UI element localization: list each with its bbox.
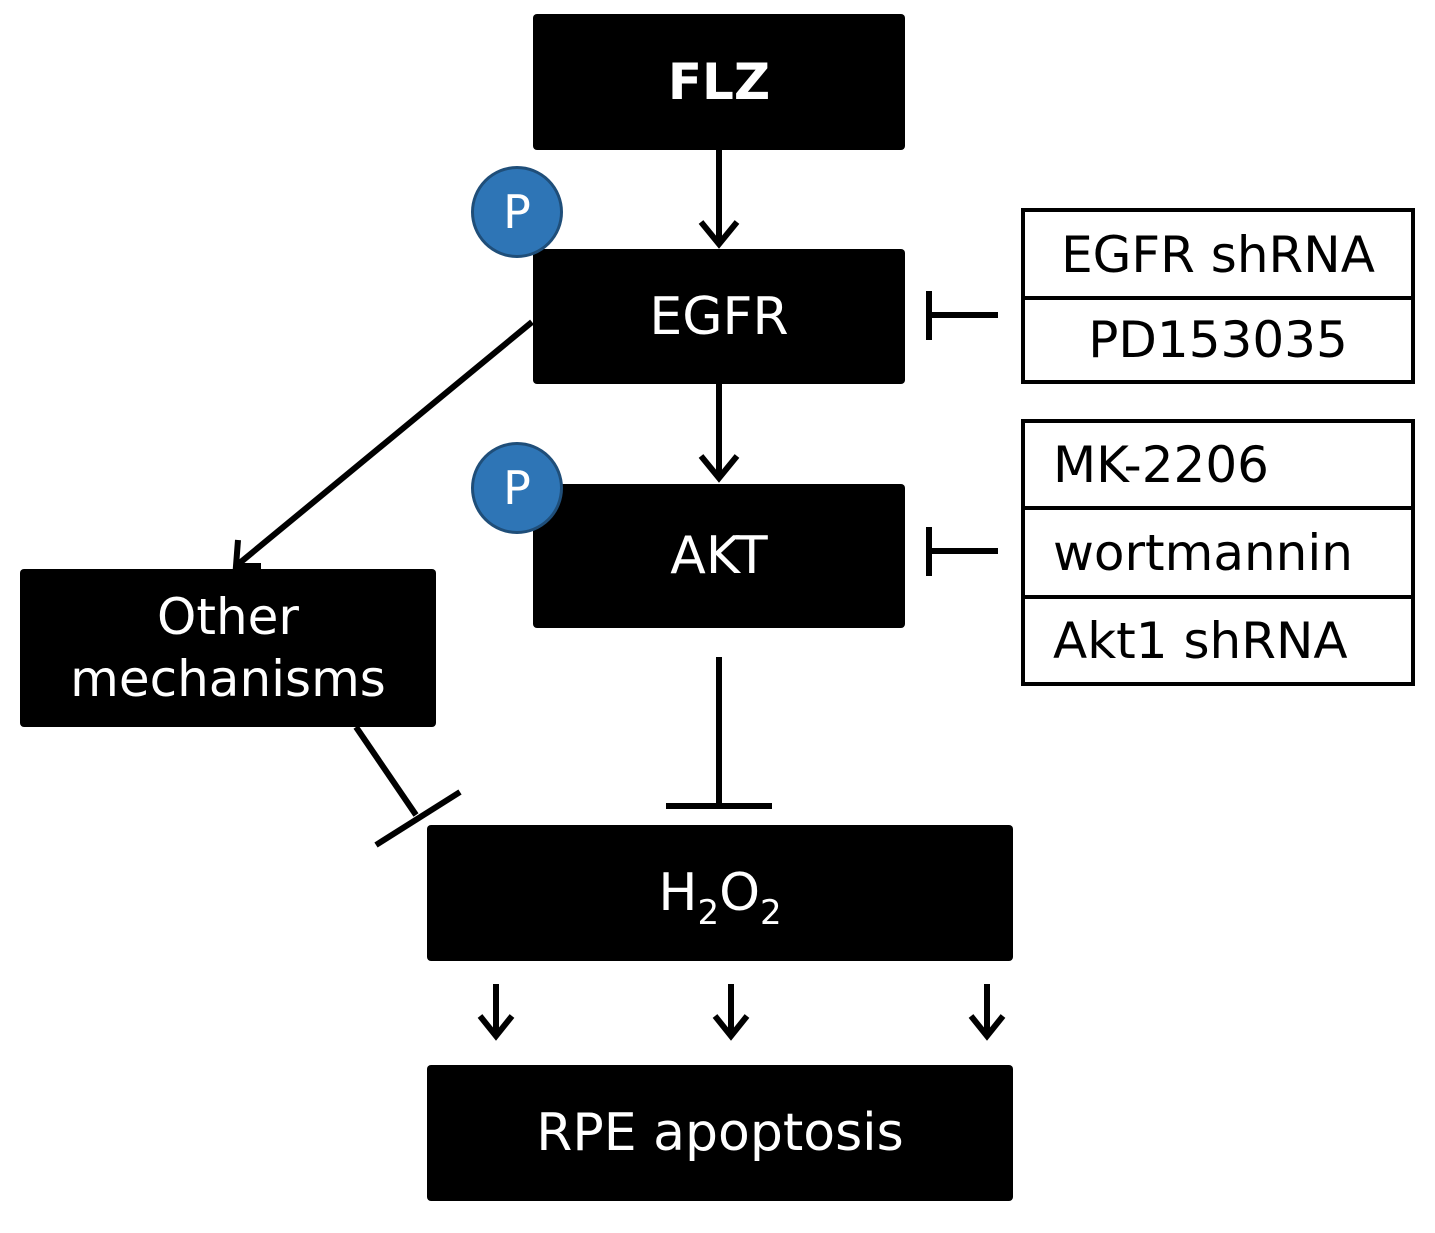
akt-inhibitors-box: MK-2206 wortmannin Akt1 shRNA — [1021, 419, 1415, 686]
arrow-egfr-akt — [698, 384, 740, 483]
node-akt: AKT — [533, 484, 905, 628]
node-egfr-label: EGFR — [649, 286, 789, 347]
phos-akt-label: P — [503, 461, 531, 515]
node-flz: FLZ — [533, 14, 905, 150]
node-flz-label: FLZ — [667, 53, 771, 111]
inhibitor-wortmannin: wortmannin — [1053, 524, 1353, 582]
arrow-h2o2-rpe-center — [712, 984, 750, 1041]
node-other-mechanisms: Other mechanisms — [20, 569, 436, 727]
egfr-inhibitors-box: EGFR shRNA PD153035 — [1021, 208, 1415, 384]
h2o2-sub1: 2 — [697, 893, 720, 933]
inhibitor-egfr-shrna: EGFR shRNA — [1061, 226, 1375, 284]
inhibitor-divider — [1025, 506, 1411, 510]
phos-egfr-label: P — [503, 185, 531, 239]
inhibitor-mk2206: MK-2206 — [1053, 436, 1269, 494]
inhibition-akt-inhibitors — [926, 527, 998, 576]
inhibitor-akt1-shrna: Akt1 shRNA — [1053, 611, 1348, 670]
h2o2-h: H — [658, 863, 698, 923]
phosphorylation-badge-akt: P — [471, 442, 563, 534]
inhibitor-divider — [1025, 296, 1411, 300]
node-akt-label: AKT — [670, 526, 768, 586]
arrow-flz-egfr — [698, 150, 740, 249]
node-rpe-label: RPE apoptosis — [536, 1103, 904, 1163]
phosphorylation-badge-egfr: P — [471, 166, 563, 258]
node-egfr: EGFR — [533, 249, 905, 384]
inhibition-akt-h2o2 — [666, 657, 772, 809]
inhibitor-pd153035: PD153035 — [1088, 311, 1348, 369]
node-other-line2: mechanisms — [70, 650, 386, 708]
h2o2-o: O — [719, 863, 761, 923]
inhibitor-divider — [1025, 595, 1411, 599]
arrow-h2o2-rpe-left — [477, 984, 515, 1041]
inhibition-egfr-inhibitors — [926, 291, 998, 340]
node-other-line1: Other — [157, 588, 299, 646]
arrow-h2o2-rpe-right — [968, 984, 1006, 1041]
inhibition-other-h2o2 — [353, 725, 462, 848]
node-rpe-apoptosis: RPE apoptosis — [427, 1065, 1013, 1201]
h2o2-sub2: 2 — [760, 893, 782, 933]
arrow-egfr-other — [232, 319, 534, 569]
node-h2o2: H2O2 — [427, 825, 1013, 961]
node-h2o2-label: H2O2 — [658, 863, 781, 930]
